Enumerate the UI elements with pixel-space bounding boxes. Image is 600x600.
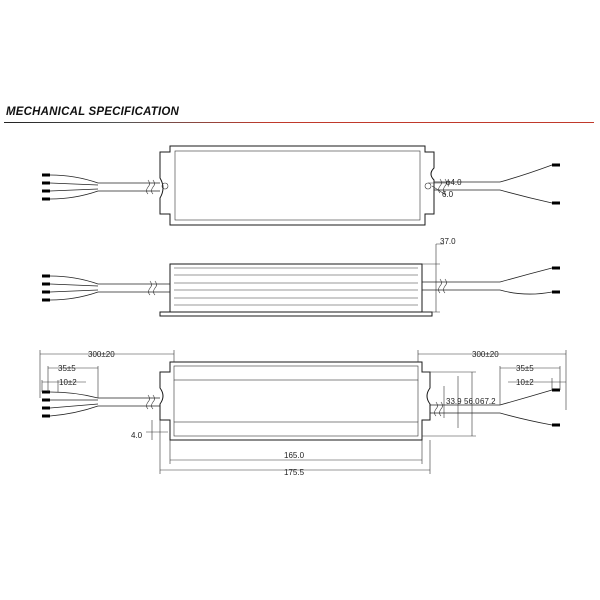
slot-width-label: 6.0: [442, 190, 454, 199]
section-title: MECHANICAL SPECIFICATION: [6, 106, 180, 118]
mount-hole-left: [161, 182, 169, 190]
wire-tip: [42, 282, 50, 286]
side-view-flange: [159, 311, 433, 317]
wire-tip: [42, 173, 50, 177]
left-wires: [49, 391, 99, 417]
wire-tip: [552, 266, 560, 270]
cable-break-right: [434, 401, 443, 417]
bottom-view-top-fin: [173, 365, 419, 381]
cable-break-right: [438, 178, 447, 194]
right-cable: [434, 181, 500, 191]
width-b-label: 56.0: [464, 397, 480, 406]
right-cable: [430, 404, 500, 414]
bottom-view-housing: [159, 361, 431, 441]
left-cable-dim: [39, 350, 175, 398]
wire-tip: [42, 298, 50, 302]
left-wires: [49, 174, 99, 200]
right-cable-dim: [417, 350, 567, 410]
left-cable-length: 300±20: [88, 350, 115, 359]
wire-tip: [42, 290, 50, 294]
wire-tip: [42, 406, 50, 410]
section-header: MECHANICAL SPECIFICATION: [4, 104, 596, 124]
top-view-housing: [159, 145, 435, 226]
side-view: 37.0: [42, 237, 560, 317]
right-cable: [422, 281, 500, 291]
left-strip-outer-dim: [47, 366, 99, 398]
cable-break-right: [438, 278, 447, 294]
height-dim-line: [422, 243, 444, 313]
wire-tip: [552, 423, 560, 427]
left-wires: [49, 275, 99, 301]
width-c-label: 67.2: [480, 397, 496, 406]
height-label: 37.0: [440, 237, 456, 246]
side-view-fins: [174, 267, 418, 306]
total-length-dim: [159, 440, 431, 474]
cable-break-left: [146, 394, 155, 410]
section-rule: [4, 122, 594, 123]
top-view: ϕ4.0 6.0: [42, 145, 560, 226]
top-view-inner-panel: [174, 150, 421, 221]
wire-tip: [42, 414, 50, 418]
wire-tip: [42, 398, 50, 402]
bottom-view-bottom-fin: [173, 421, 419, 437]
total-length-label: 175.5: [284, 468, 305, 477]
right-strip-outer: 35±5: [516, 364, 534, 373]
left-cable: [98, 182, 160, 192]
left-cable: [98, 283, 170, 293]
right-strip-inner-dim: [508, 378, 566, 390]
wire-tip: [552, 290, 560, 294]
inner-length-dim: [169, 440, 423, 464]
wire-tip: [552, 201, 560, 205]
cable-break-left: [148, 280, 157, 296]
wire-tip: [42, 197, 50, 201]
left-strip-inner-dim: [41, 380, 86, 392]
inner-length-label: 165.0: [284, 451, 305, 460]
mount-hole-right: [424, 182, 432, 190]
right-wires: [499, 389, 553, 426]
right-strip-outer-dim: [499, 366, 561, 405]
wire-tip: [552, 388, 560, 392]
wire-tip: [42, 181, 50, 185]
bottom-view-center: [173, 380, 419, 422]
left-strip-inner: 10±2: [59, 378, 77, 387]
right-cable-length: 300±20: [472, 350, 499, 359]
wire-tip: [552, 163, 560, 167]
width-dim-c: [422, 371, 476, 437]
left-strip-outer: 35±5: [58, 364, 76, 373]
wire-tip: [42, 274, 50, 278]
wire-tip: [42, 189, 50, 193]
right-wires: [499, 267, 553, 295]
hole-leader: [428, 182, 447, 196]
tab-offset-dim: [146, 420, 168, 440]
width-a-label: 33.9: [446, 397, 462, 406]
right-wires: [499, 164, 553, 204]
cable-break-left: [146, 179, 155, 195]
left-cable: [98, 397, 160, 407]
bottom-view: 300±20 35±5 10±2 300±20 35±5 10±2 33.9 5…: [39, 350, 567, 477]
right-strip-inner: 10±2: [516, 378, 534, 387]
hole-diameter-label: ϕ4.0: [446, 178, 462, 187]
tab-offset-label: 4.0: [131, 431, 143, 440]
wire-tip: [42, 390, 50, 394]
